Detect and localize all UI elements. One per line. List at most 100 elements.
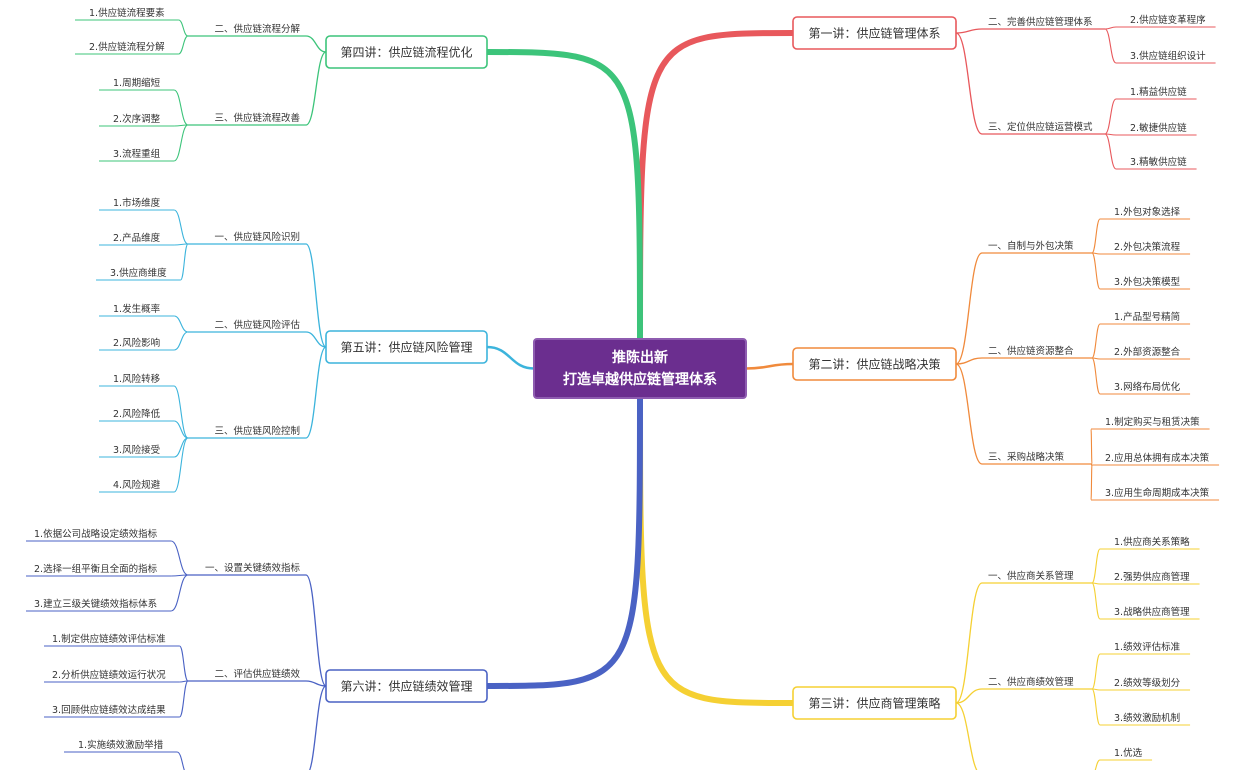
l3-group-1-item-0[interactable]: 1.绩效评估标准 bbox=[1114, 641, 1181, 653]
l2-group-1-item-1[interactable]: 2.外部资源整合 bbox=[1114, 346, 1181, 358]
l2-group-0-item-1-link bbox=[1091, 252, 1101, 255]
l3-group-label-1[interactable]: 二、供应商绩效管理 bbox=[988, 676, 1074, 688]
l1-group-0-item-0[interactable]: 2.供应链变革程序 bbox=[1130, 14, 1206, 26]
l1-group-1-item-1[interactable]: 2.敏捷供应链 bbox=[1130, 122, 1187, 134]
l2-group-0-item-1[interactable]: 2.外包决策流程 bbox=[1114, 241, 1181, 253]
lecture-node-l2[interactable]: 第二讲：供应链战略决策 bbox=[792, 347, 957, 381]
l5-trunk bbox=[485, 345, 536, 370]
l1-group-label-0[interactable]: 二、完善供应链管理体系 bbox=[988, 16, 1093, 28]
l3-group-0-item-1-link bbox=[1091, 582, 1101, 585]
l3-group-0-link bbox=[955, 582, 983, 704]
l3-group-label-0[interactable]: 一、供应商关系管理 bbox=[988, 570, 1074, 582]
l2-trunk bbox=[744, 362, 795, 370]
lecture-box-l4 bbox=[325, 35, 488, 69]
l1-group-1-item-0-link bbox=[1104, 98, 1117, 135]
l6-group-0-item-1[interactable]: 2.选择一组平衡且全面的指标 bbox=[34, 563, 158, 575]
l5-group-2-item-0-link bbox=[173, 385, 189, 439]
l3-group-1-item-0-link bbox=[1091, 653, 1101, 690]
l2-group-2-item-2[interactable]: 3.应用生命周期成本决策 bbox=[1105, 487, 1210, 499]
lecture-title-l1: 第一讲：供应链管理体系 bbox=[808, 26, 940, 41]
l3-group-2-item-0[interactable]: 1.优选 bbox=[1114, 747, 1143, 759]
l4-group-0-item-1[interactable]: 2.供应链流程分解 bbox=[89, 41, 165, 53]
l2-group-2-item-0[interactable]: 1.制定购买与租赁决策 bbox=[1105, 416, 1200, 428]
l4-group-0-item-1-link bbox=[178, 35, 189, 55]
l2-group-label-2[interactable]: 三、采购战略决策 bbox=[988, 451, 1065, 463]
lecture-title-l6: 第六讲：供应链绩效管理 bbox=[340, 679, 472, 694]
l5-group-1-item-0[interactable]: 1.发生概率 bbox=[113, 303, 161, 315]
lecture-node-l4[interactable]: 第四讲：供应链流程优化 bbox=[325, 35, 488, 69]
l5-group-2-link bbox=[305, 346, 327, 439]
l1-group-label-1[interactable]: 三、定位供应链运营模式 bbox=[988, 121, 1093, 133]
lecture-node-l3[interactable]: 第三讲：供应商管理策略 bbox=[792, 686, 957, 720]
l5-group-0-item-1[interactable]: 2.产品维度 bbox=[113, 232, 161, 244]
l5-group-label-0[interactable]: 一、供应链风险识别 bbox=[214, 231, 300, 243]
l4-group-label-1[interactable]: 三、供应链流程改善 bbox=[214, 112, 300, 124]
l3-group-0-item-1[interactable]: 2.强势供应商管理 bbox=[1114, 571, 1190, 583]
l4-group-1-item-2[interactable]: 3.流程重组 bbox=[113, 148, 161, 160]
l4-group-1-item-1[interactable]: 2.次序调整 bbox=[113, 113, 161, 125]
l6-group-1-item-1[interactable]: 2.分析供应链绩效运行状况 bbox=[52, 669, 166, 681]
l4-group-1-item-2-link bbox=[173, 124, 189, 162]
l6-group-1-item-0[interactable]: 1.制定供应链绩效评估标准 bbox=[52, 633, 166, 645]
l5-group-1-item-1-link bbox=[173, 331, 189, 351]
l2-group-1-item-0[interactable]: 1.产品型号精简 bbox=[1114, 311, 1180, 323]
l5-group-1-item-0-link bbox=[173, 315, 189, 333]
l1-group-1-item-2[interactable]: 3.精敏供应链 bbox=[1130, 156, 1187, 168]
l1-group-1-item-0[interactable]: 1.精益供应链 bbox=[1130, 86, 1187, 98]
l4-group-1-item-0[interactable]: 1.周期缩短 bbox=[113, 77, 161, 89]
l5-group-2-item-3[interactable]: 4.风险规避 bbox=[113, 479, 161, 491]
l5-group-0-item-1-link bbox=[174, 243, 189, 246]
l2-group-label-0[interactable]: 一、自制与外包决策 bbox=[988, 240, 1074, 252]
l3-group-0-item-2[interactable]: 3.战略供应商管理 bbox=[1114, 606, 1190, 618]
l4-group-0-item-0[interactable]: 1.供应链流程要素 bbox=[89, 7, 165, 19]
l5-group-2-item-1[interactable]: 2.风险降低 bbox=[113, 408, 161, 420]
l1-group-1-link bbox=[955, 32, 983, 135]
l6-group-label-0[interactable]: 一、设置关键绩效指标 bbox=[205, 562, 301, 574]
l5-group-2-item-0[interactable]: 1.风险转移 bbox=[113, 373, 161, 385]
l6-trunk bbox=[484, 389, 643, 689]
root-title-line2: 打造卓越供应链管理体系 bbox=[563, 371, 717, 388]
lecture-title-l3: 第三讲：供应商管理策略 bbox=[808, 696, 940, 711]
l5-group-2-item-1-link bbox=[173, 420, 189, 439]
l2-group-2-item-1[interactable]: 2.应用总体拥有成本决策 bbox=[1105, 452, 1210, 464]
lecture-node-l6[interactable]: 第六讲：供应链绩效管理 bbox=[325, 669, 488, 703]
l4-group-1-item-0-link bbox=[173, 89, 189, 126]
lecture-node-l1[interactable]: 第一讲：供应链管理体系 bbox=[792, 16, 957, 50]
lecture-node-l5[interactable]: 第五讲：供应链风险管理 bbox=[325, 330, 488, 364]
lecture-box-l6 bbox=[325, 669, 488, 703]
l5-group-0-item-0[interactable]: 1.市场维度 bbox=[113, 197, 161, 209]
l4-group-0-item-0-link bbox=[178, 19, 189, 37]
l5-group-1-item-1[interactable]: 2.风险影响 bbox=[113, 337, 160, 349]
l6-group-0-item-0[interactable]: 1.依据公司战略设定绩效指标 bbox=[34, 528, 158, 540]
l3-group-0-item-2-link bbox=[1091, 582, 1101, 620]
l6-group-0-item-0-link bbox=[170, 540, 189, 576]
l6-group-0-item-2[interactable]: 3.建立三级关键绩效指标体系 bbox=[34, 598, 157, 610]
l2-group-1-item-2-link bbox=[1091, 357, 1101, 395]
l3-group-1-item-1-link bbox=[1091, 688, 1101, 691]
lecture-box-l3 bbox=[792, 686, 957, 720]
l5-group-1-link bbox=[305, 331, 327, 348]
l2-group-0-item-0[interactable]: 1.外包对象选择 bbox=[1114, 206, 1181, 218]
l3-group-1-item-2-link bbox=[1091, 688, 1101, 726]
l4-group-label-0[interactable]: 二、供应链流程分解 bbox=[214, 23, 300, 35]
l6-group-label-1[interactable]: 二、评估供应链绩效 bbox=[214, 668, 300, 680]
l2-group-1-item-0-link bbox=[1091, 323, 1101, 359]
l2-group-1-item-2[interactable]: 3.网络布局优化 bbox=[1114, 381, 1181, 393]
l5-group-0-item-2[interactable]: 3.供应商维度 bbox=[110, 267, 167, 279]
l5-group-label-1[interactable]: 二、供应链风险评估 bbox=[214, 319, 300, 331]
l3-group-1-item-1[interactable]: 2.绩效等级划分 bbox=[1114, 677, 1181, 689]
lecture-box-l5 bbox=[325, 330, 488, 364]
l3-group-1-item-2[interactable]: 3.绩效激励机制 bbox=[1114, 712, 1180, 724]
l1-group-0-item-1[interactable]: 3.供应链组织设计 bbox=[1130, 50, 1206, 62]
l5-group-label-2[interactable]: 三、供应链风险控制 bbox=[214, 425, 300, 437]
l3-group-0-item-0-link bbox=[1091, 548, 1101, 584]
root-node[interactable]: 推陈出新 打造卓越供应链管理体系 bbox=[533, 338, 747, 399]
l2-group-label-1[interactable]: 二、供应链资源整合 bbox=[988, 345, 1074, 357]
l6-group-2-item-0[interactable]: 1.实施绩效激励举措 bbox=[78, 739, 164, 751]
l5-group-2-item-2[interactable]: 3.风险接受 bbox=[113, 444, 160, 456]
l3-group-0-item-0[interactable]: 1.供应商关系策略 bbox=[1114, 536, 1190, 548]
l6-group-1-item-2[interactable]: 3.回顾供应链绩效达成结果 bbox=[52, 704, 166, 716]
l2-group-0-item-2[interactable]: 3.外包决策模型 bbox=[1114, 276, 1181, 288]
